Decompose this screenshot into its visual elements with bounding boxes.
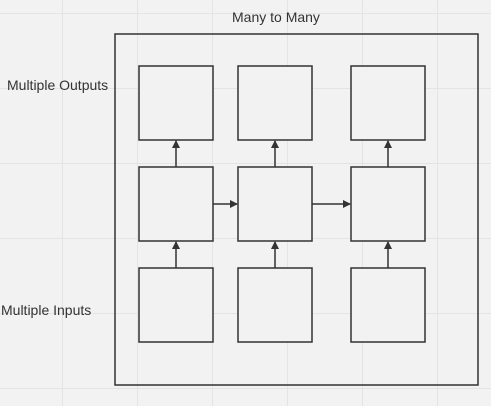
- output-box-1[interactable]: [138, 65, 214, 141]
- outer-container[interactable]: [114, 33, 479, 386]
- input-box-2[interactable]: [237, 267, 313, 343]
- input-box-1[interactable]: [138, 267, 214, 343]
- output-box-2[interactable]: [237, 65, 313, 141]
- output-box-3[interactable]: [350, 65, 426, 141]
- hidden-box-3[interactable]: [350, 166, 426, 242]
- diagram-title[interactable]: Many to Many: [232, 9, 320, 25]
- input-box-3[interactable]: [350, 267, 426, 343]
- multiple-inputs-label[interactable]: Multiple Inputs: [1, 302, 92, 318]
- hidden-box-1[interactable]: [138, 166, 214, 242]
- multiple-outputs-label[interactable]: Multiple Outputs: [7, 77, 109, 93]
- hidden-box-2[interactable]: [237, 166, 313, 242]
